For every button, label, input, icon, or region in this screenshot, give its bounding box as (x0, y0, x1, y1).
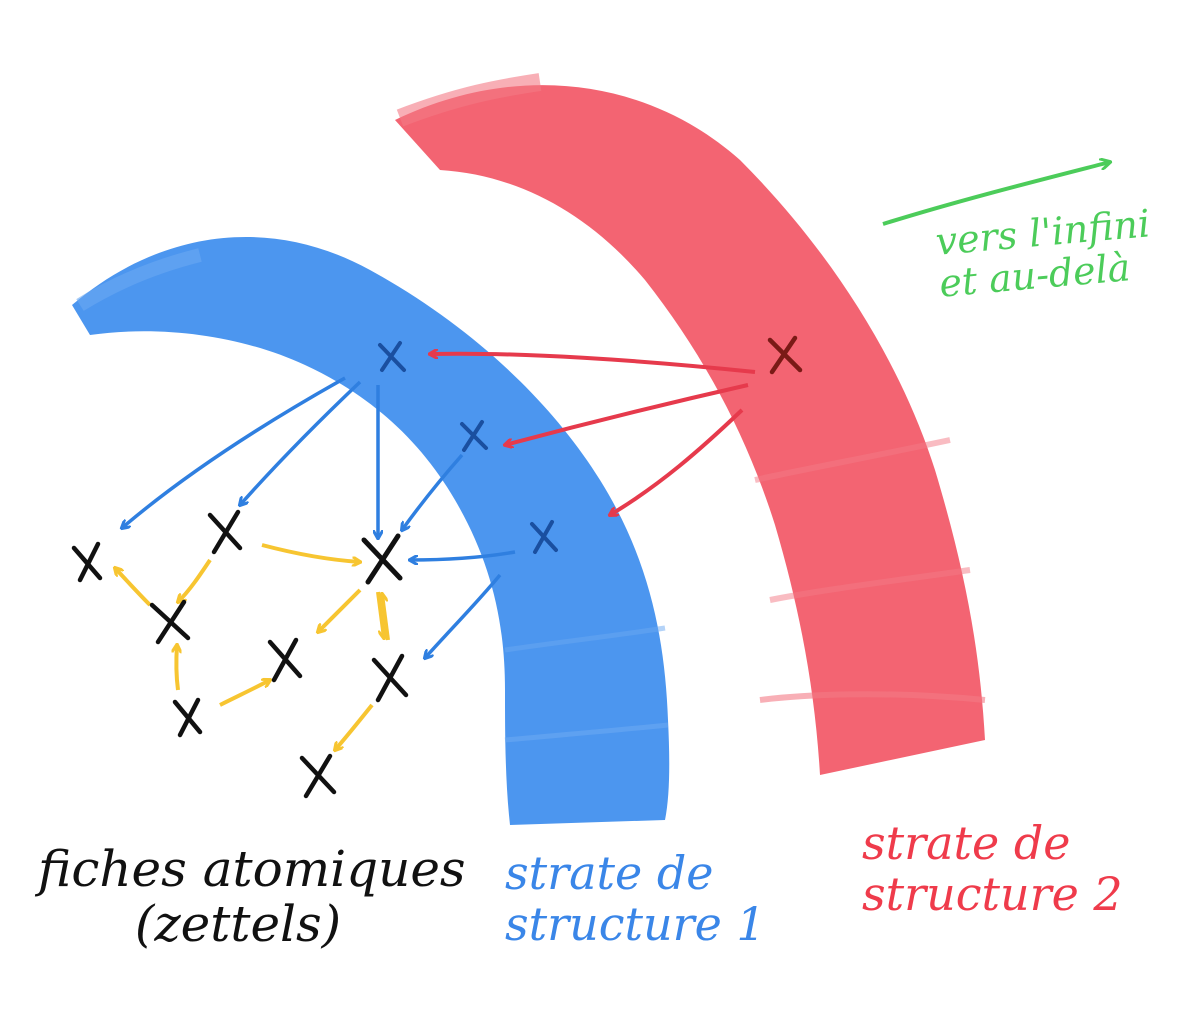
label-zettels-line-2: (zettels) (134, 895, 342, 953)
red-arrow (430, 354, 756, 374)
label-strate-2: strate de structure 2 (862, 818, 1123, 919)
layer-strate-1-band (72, 236, 670, 825)
blue-arrow (122, 376, 346, 528)
red-arrows (430, 354, 756, 515)
cross-mark-zettel (299, 753, 337, 799)
label-strate-1: strate de structure 1 (505, 848, 766, 949)
blue-arrow (240, 380, 362, 505)
cross-mark-zettel (71, 541, 103, 583)
layer-strate-2 (395, 73, 986, 775)
infinity-arrow (882, 162, 1110, 226)
cross-mark-zettel (267, 637, 303, 683)
cross-mark-zettel (149, 599, 191, 645)
red-arrow (610, 408, 744, 515)
cross-mark-strate-2 (767, 335, 803, 375)
layer-strate-1 (72, 236, 670, 825)
label-strate-1-line-2: structure 1 (505, 896, 766, 951)
blue-arrow (425, 573, 502, 658)
blue-arrows (122, 376, 516, 658)
yellow-arrow (178, 558, 212, 602)
yellow-arrows (115, 543, 390, 750)
label-zettels: fiches atomiques (zettels) (38, 840, 466, 953)
blue-arrow (402, 453, 464, 530)
blue-arrow (410, 550, 516, 560)
yellow-arrow (382, 594, 390, 641)
yellow-arrow (318, 588, 362, 632)
cross-mark-zettel (371, 653, 409, 703)
cross-mark-zettel (207, 509, 243, 555)
yellow-arrow (115, 568, 152, 607)
cross-mark-strate-1 (378, 341, 406, 372)
cross-mark-strate-1 (530, 520, 558, 554)
cross-mark-strate-1 (460, 420, 488, 452)
label-zettels-line-1: fiches atomiques (38, 840, 466, 898)
label-strate-2-line-1: strate de (862, 816, 1071, 870)
red-arrow (505, 383, 749, 445)
layer-strate-2-band (395, 85, 985, 775)
label-strate-1-line-1: strate de (505, 846, 714, 900)
yellow-arrow (219, 680, 270, 707)
yellow-arrow (261, 543, 360, 562)
cross-mark-zettel (172, 697, 203, 738)
yellow-arrow (176, 645, 178, 691)
cross-mark-zettel (361, 533, 403, 585)
yellow-arrow (335, 703, 374, 750)
label-strate-2-line-2: structure 2 (862, 866, 1123, 921)
